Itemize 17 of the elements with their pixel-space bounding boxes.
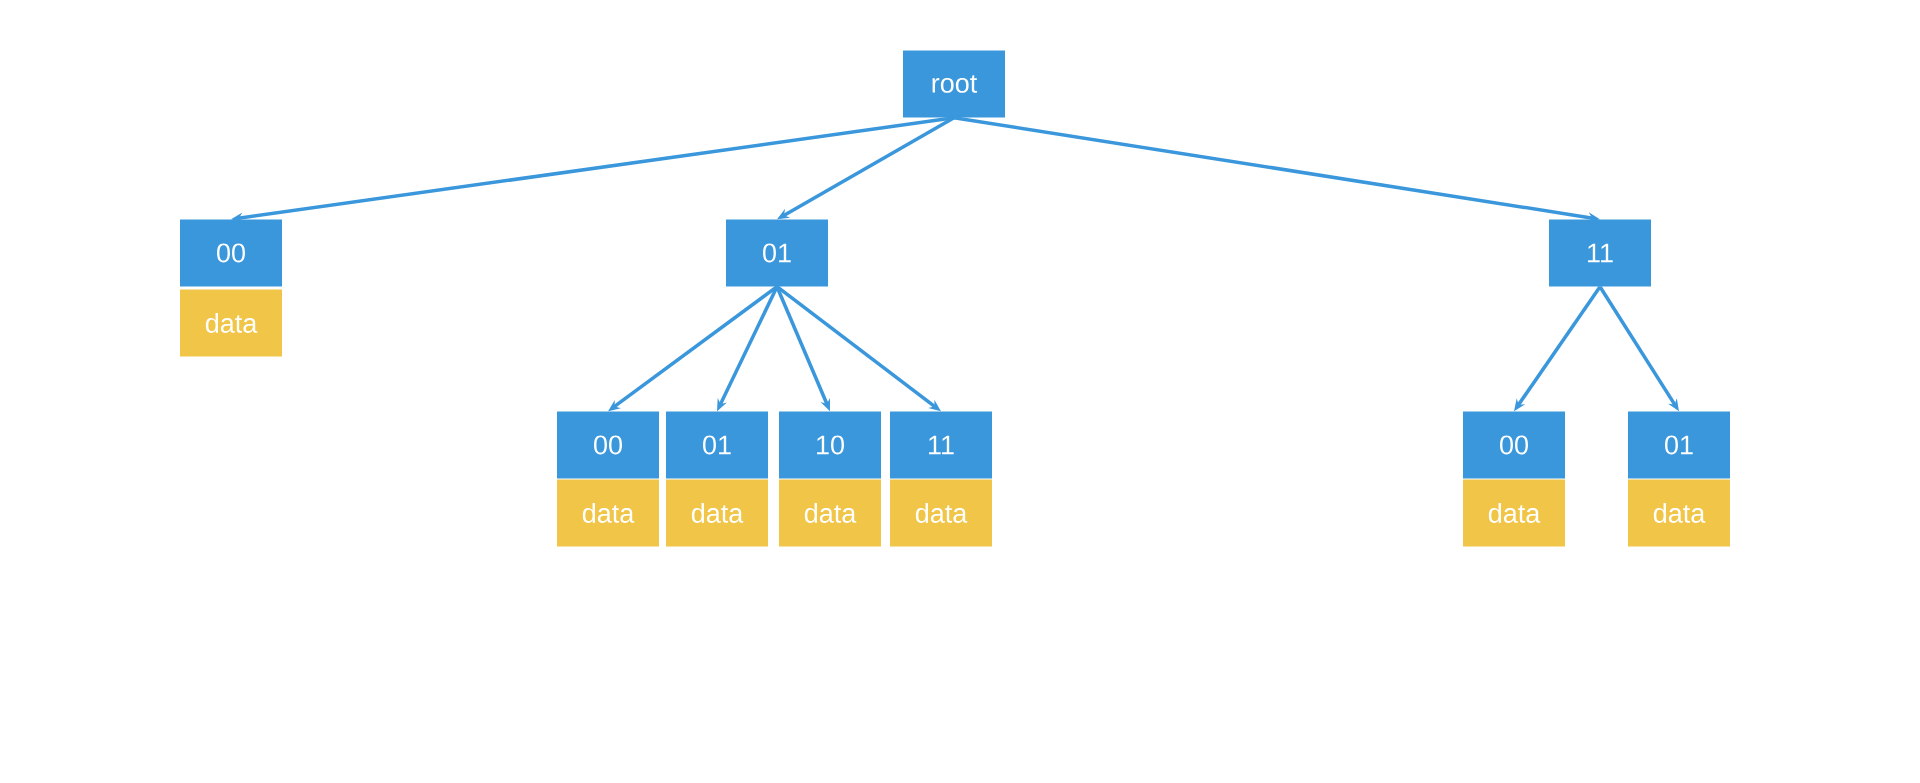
data-box: data: [180, 289, 282, 357]
key-box: 00: [557, 411, 659, 479]
data-box: data: [779, 479, 881, 547]
key-box: 00: [180, 219, 282, 287]
data-box: data: [666, 479, 768, 547]
key-box: 10: [779, 411, 881, 479]
key-box: 00: [1463, 411, 1565, 479]
key-box: 11: [1549, 219, 1651, 287]
data-box: data: [890, 479, 992, 547]
data-box: data: [1463, 479, 1565, 547]
key-box: 11: [890, 411, 992, 479]
key-box: root: [903, 50, 1005, 118]
key-box: 01: [1628, 411, 1730, 479]
key-box: 01: [726, 219, 828, 287]
data-box: data: [1628, 479, 1730, 547]
data-box: data: [557, 479, 659, 547]
key-box: 01: [666, 411, 768, 479]
